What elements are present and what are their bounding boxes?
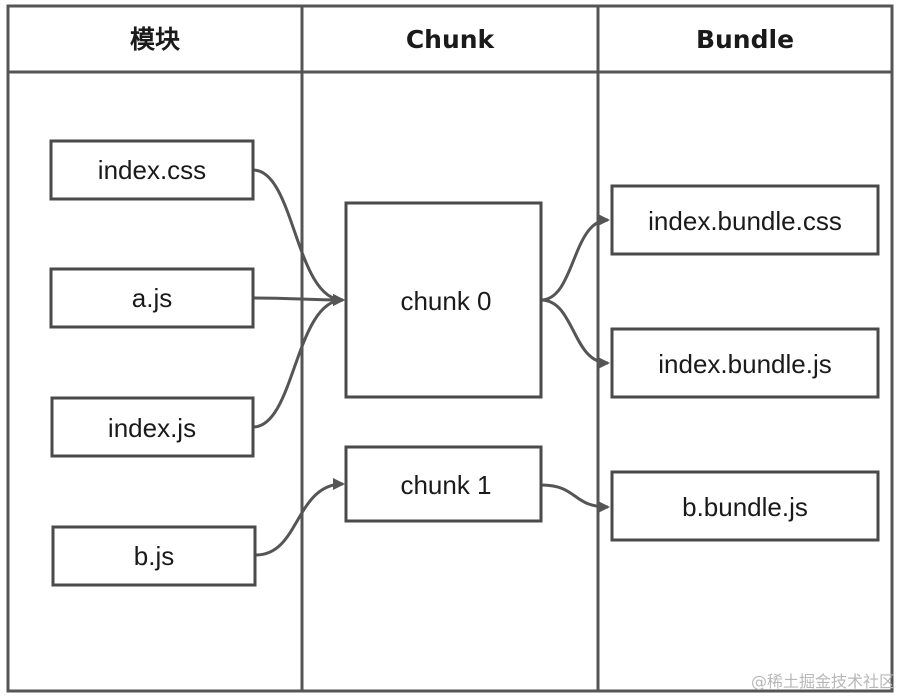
module-a-js: a.js — [49, 267, 255, 329]
bundle-label: b.bundle.js — [682, 492, 808, 522]
header-bundle: Bundle — [696, 25, 794, 54]
module-index-js: index.js — [50, 396, 255, 458]
connectors — [252, 168, 610, 557]
module-label: b.js — [134, 541, 174, 571]
bundle-b-bundle-js: b.bundle.js — [610, 470, 880, 542]
bundle-label: index.bundle.js — [658, 349, 831, 379]
edge-b-js-to-chunk-1 — [255, 478, 345, 557]
edge-chunk-0-to-index-bundle-css — [540, 214, 610, 302]
edge-index-css-to-chunk-0 — [252, 168, 345, 306]
bundle-index-bundle-js: index.bundle.js — [610, 327, 880, 399]
module-label: a.js — [132, 283, 172, 313]
chunk-0: chunk 0 — [344, 201, 543, 399]
edge-index-js-to-chunk-0 — [252, 294, 345, 429]
table-frame — [6, 4, 894, 693]
module-label: index.css — [98, 155, 206, 185]
watermark-text: @稀土掘金技术社区 — [751, 672, 895, 691]
module-index-css: index.css — [49, 139, 255, 201]
edge-a-js-to-chunk-0 — [252, 293, 345, 306]
chunk-label: chunk 0 — [400, 286, 491, 316]
module-b-js: b.js — [51, 525, 257, 587]
module-label: index.js — [108, 413, 196, 443]
header-chunk: Chunk — [406, 25, 496, 54]
header-modules: 模块 — [130, 25, 180, 54]
bundle-label: index.bundle.css — [648, 206, 842, 236]
chunk-1: chunk 1 — [344, 445, 543, 523]
edge-chunk-0-to-index-bundle-js — [540, 298, 610, 369]
bundle-index-bundle-css: index.bundle.css — [610, 184, 880, 256]
edge-chunk-1-to-b-bundle-js — [540, 483, 610, 513]
chunk-label: chunk 1 — [400, 470, 491, 500]
